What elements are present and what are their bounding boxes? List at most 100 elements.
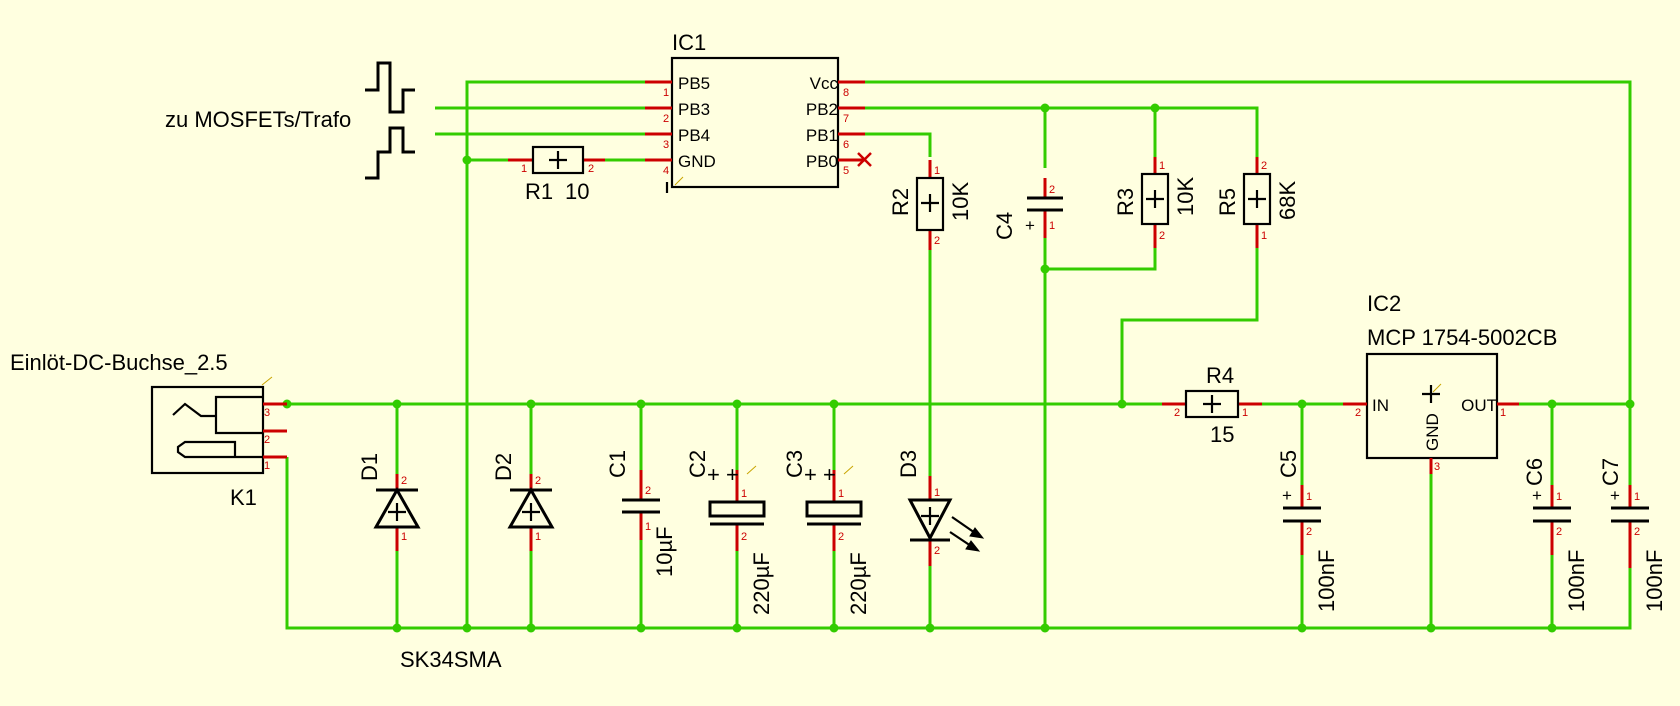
resistor-value: 10K: [1173, 177, 1198, 216]
ic1-pin-pb2: PB2: [806, 100, 838, 119]
ic2[interactable]: IC2 MCP 1754-5002CB IN OUT GND 2 1 3: [1343, 291, 1557, 474]
ic2-pin-gnd: GND: [1423, 413, 1442, 451]
pin-number: 1: [521, 163, 527, 175]
pin-number: 3: [1434, 461, 1440, 473]
jack-contact: [214, 395, 263, 435]
diode-d1[interactable]: 2 1 D1: [357, 453, 421, 551]
junction: [392, 623, 402, 633]
diode-triangle: [373, 486, 421, 529]
pin-number: 1: [1634, 491, 1640, 503]
pin-number: 2: [838, 531, 844, 543]
resistor-value: 68K: [1275, 181, 1300, 220]
wire-r5-rail: [1120, 248, 1259, 404]
ic2-pin-out: OUT: [1461, 396, 1497, 415]
capacitor-c6[interactable]: + 1 2 C6 100nF: [1522, 458, 1589, 612]
ic2-pin-in: IN: [1372, 396, 1389, 415]
junction: [732, 623, 742, 633]
diode-name: D3: [896, 450, 921, 478]
ic1[interactable]: IC1 PB5 PB3 PB4 GND Vcc PB2 PB1 PB0 1 2 …: [645, 30, 872, 193]
pin-number: 2: [264, 434, 270, 446]
resistor-name: R1: [525, 179, 553, 204]
junction: [829, 399, 839, 409]
plus-icon: +: [707, 462, 720, 487]
pin-number: 1: [535, 531, 541, 543]
ic1-name: IC1: [672, 30, 706, 55]
connector-k1[interactable]: 3 2 1 Einlöt-DC-Buchse_2.5 K1: [10, 350, 287, 510]
pin-number: 7: [843, 113, 849, 125]
pin-number: 3: [264, 407, 270, 419]
capacitor-value: 220µF: [846, 552, 871, 615]
pin-number: 8: [843, 87, 849, 99]
resistor-r4[interactable]: 2 1 R4 15: [1162, 363, 1262, 447]
capacitor-name: C4: [992, 212, 1017, 240]
resistor-body: [1242, 172, 1272, 226]
resistor-r5[interactable]: 2 1 R5 68K: [1215, 157, 1300, 248]
capacitor-c4[interactable]: + 2 1 C4: [992, 178, 1063, 240]
junction: [1426, 623, 1436, 633]
resistor-value: 10: [565, 179, 589, 204]
led-d3[interactable]: 1 2 D3: [896, 450, 985, 566]
plus-icon: +: [1282, 486, 1292, 505]
wires: [285, 80, 1632, 630]
capacitor-value: 10µF: [652, 526, 677, 577]
capacitor-c7[interactable]: + 1 2 C7 100nF: [1598, 458, 1667, 612]
resistor-r2[interactable]: 1 2 R2 10K: [888, 160, 973, 250]
ic1-pin-pb4: PB4: [678, 126, 710, 145]
pin-number: 1: [1242, 407, 1248, 419]
pin-number: 6: [843, 139, 849, 151]
resistor-r1[interactable]: 1 2 R1 10: [508, 145, 605, 204]
connector-value: Einlöt-DC-Buchse_2.5: [10, 350, 228, 375]
capacitor-c1[interactable]: 2 1 C1 10µF: [605, 450, 677, 577]
junction: [1297, 399, 1307, 409]
junction: [1150, 103, 1160, 113]
connector-name: K1: [230, 485, 257, 510]
capacitor-plate: [805, 500, 863, 518]
capacitor-name: C6: [1522, 458, 1547, 486]
junction: [1040, 264, 1050, 274]
resistor-name: R4: [1206, 363, 1234, 388]
pin-number: 2: [1049, 184, 1055, 196]
capacitor-name: C5: [1276, 450, 1301, 478]
capacitor-name: C2: [685, 450, 710, 478]
pulse-signal-icon: [365, 61, 415, 180]
ic1-pin-pb1: PB1: [806, 126, 838, 145]
pin-number: 1: [1049, 220, 1055, 232]
pin-number: 2: [588, 163, 594, 175]
junction: [636, 623, 646, 633]
capacitor-c2[interactable]: + + 1 2 C2 220µF: [685, 450, 774, 615]
pin-number: 2: [1634, 526, 1640, 538]
resistor-r3[interactable]: 1 2 R3 10K: [1113, 157, 1198, 248]
junction: [732, 399, 742, 409]
jack-body: [150, 385, 265, 475]
pin-number: 2: [741, 531, 747, 543]
resistor-value: 10K: [948, 182, 973, 221]
diode-d2[interactable]: 2 1 D2: [491, 453, 555, 551]
origin-mark-icon: [1432, 383, 1442, 393]
pin-number: 1: [934, 165, 940, 177]
capacitor-name: C7: [1598, 458, 1623, 486]
plus-icon: +: [823, 462, 836, 487]
pin-number: 2: [1159, 230, 1165, 242]
pin-number: 1: [1500, 407, 1506, 419]
pin-number: 1: [1556, 491, 1562, 503]
capacitor-name: C1: [605, 450, 630, 478]
junction: [1040, 623, 1050, 633]
pin-number: 1: [1159, 160, 1165, 172]
origin-mark-icon: [261, 376, 273, 386]
origin-mark-icon: [843, 465, 854, 475]
junction: [636, 399, 646, 409]
diode-name: D2: [491, 453, 516, 481]
pin-number: 2: [401, 475, 407, 487]
capacitor-c5[interactable]: + 1 2 C5 100nF: [1276, 450, 1339, 612]
plus-icon: +: [804, 462, 817, 487]
capacitor-value: 100nF: [1564, 550, 1589, 612]
resistor-body: [1140, 172, 1170, 226]
junction: [1297, 623, 1307, 633]
no-connect-icon: [857, 152, 872, 167]
pin-number: 1: [264, 460, 270, 472]
capacitor-plate: [708, 500, 766, 518]
resistor-name: R5: [1215, 188, 1240, 216]
capacitor-c3[interactable]: + + 1 2 C3 220µF: [782, 450, 871, 615]
pin-number: 2: [934, 235, 940, 247]
